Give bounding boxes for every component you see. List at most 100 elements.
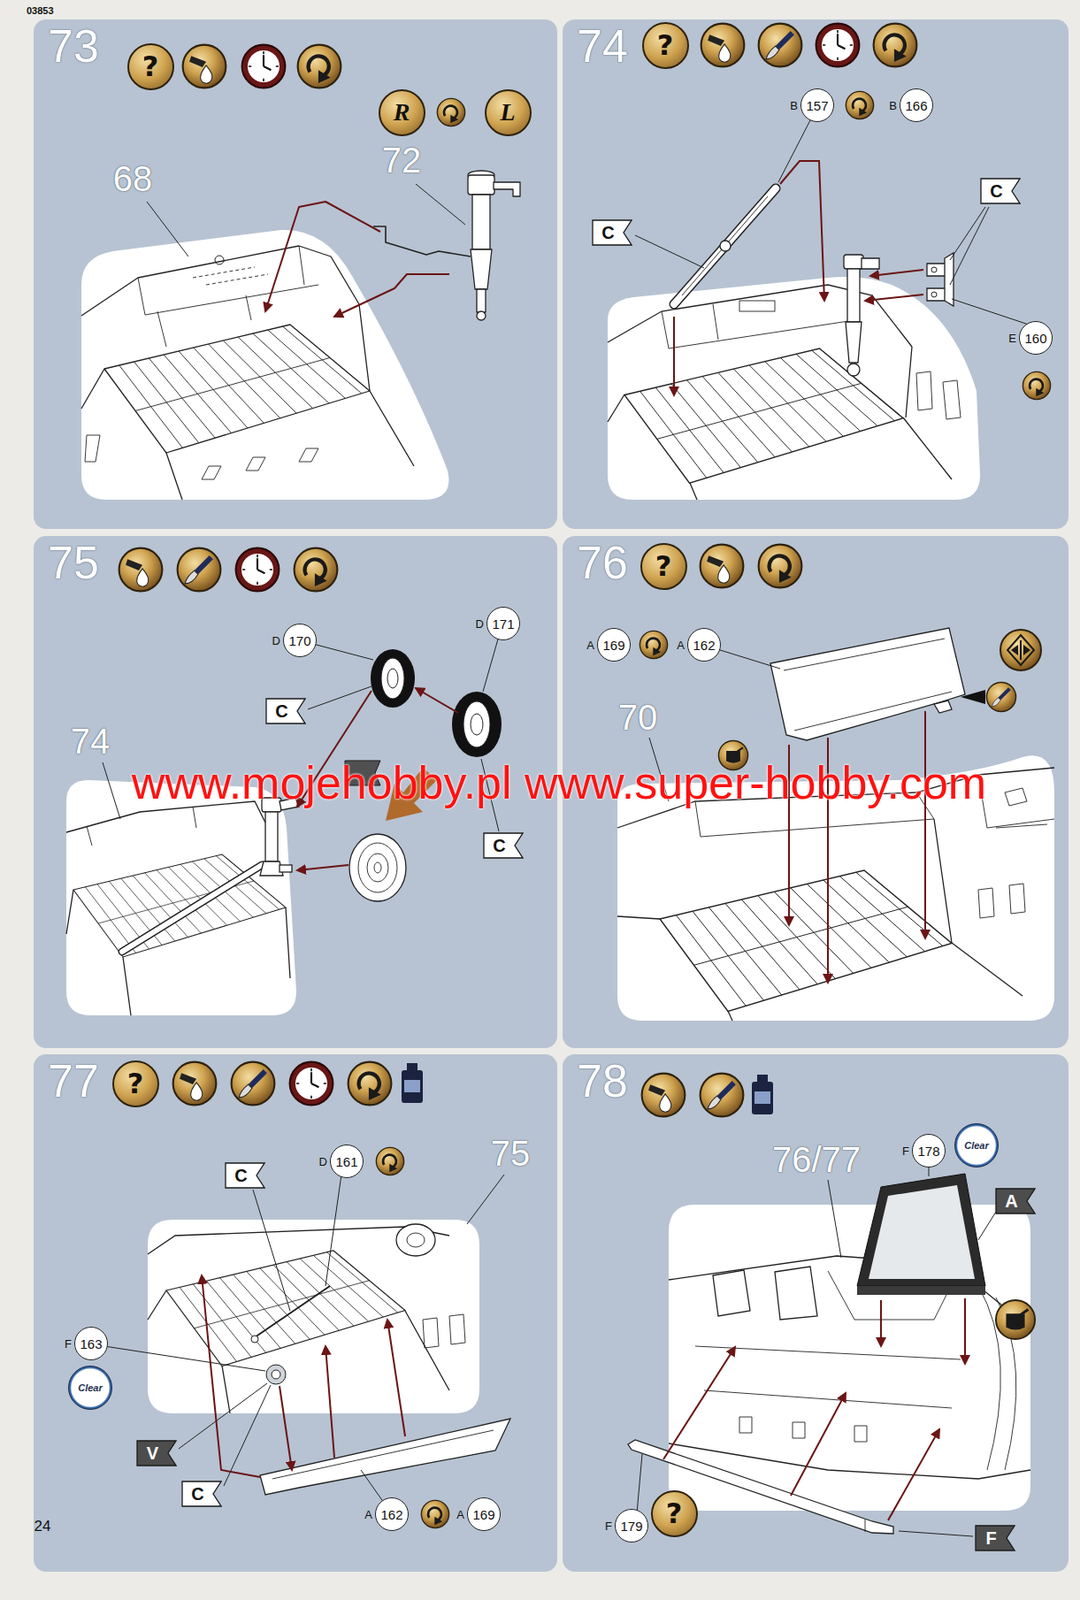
- part-number: 162: [692, 638, 715, 652]
- illustration: [845, 321, 862, 363]
- illustration: [348, 1062, 392, 1106]
- illustration: [845, 91, 874, 119]
- illustration: [865, 294, 924, 301]
- illustration: [986, 681, 1016, 712]
- illustration: [739, 300, 775, 312]
- illustration: [783, 638, 952, 731]
- illustration: [861, 258, 880, 269]
- sprue-flag-dark: V: [136, 1440, 177, 1467]
- part-number-circle: F163: [74, 1326, 108, 1361]
- illustration: [758, 23, 803, 68]
- illustration: [436, 98, 465, 126]
- illustration: [122, 865, 262, 952]
- illustration: [681, 196, 768, 296]
- flag-letter: F: [985, 1529, 996, 1548]
- sprue-flag: C: [265, 697, 307, 725]
- icon-text: L: [499, 99, 515, 125]
- illustration: [463, 701, 491, 748]
- illustration: [260, 1418, 511, 1495]
- part-number: 169: [472, 1508, 495, 1522]
- sprue-flag: C: [181, 1480, 223, 1508]
- part-number-circle: F178: [911, 1133, 946, 1168]
- side-icon: L: [484, 89, 532, 137]
- part-number-circle: B157: [800, 88, 835, 123]
- illustration: [847, 268, 860, 322]
- illustration: [374, 862, 382, 874]
- part-number-circle: B166: [899, 88, 934, 123]
- sprue-letter: D: [319, 1156, 328, 1168]
- illustration: [415, 688, 459, 713]
- illustration: [1022, 371, 1050, 399]
- illustration: [995, 1300, 1035, 1340]
- part-number: 160: [1024, 331, 1047, 345]
- icon-text: ?: [655, 551, 673, 581]
- illustration: [780, 160, 825, 301]
- illustration: [214, 255, 224, 265]
- illustration: [387, 668, 399, 689]
- flag-shape: [182, 1481, 222, 1507]
- illustration: [847, 363, 860, 376]
- illustration: [279, 865, 292, 873]
- illustration: [700, 1073, 744, 1118]
- illustration: [868, 1185, 975, 1280]
- reference-number: 70: [618, 697, 659, 737]
- flag-letter: C: [989, 182, 1003, 200]
- part-number-circle: D171: [486, 606, 521, 641]
- part-number-circle: A162: [687, 628, 721, 662]
- icon-text: ?: [657, 30, 675, 60]
- step-panel: 73?RL: [33, 19, 558, 529]
- illustration: [467, 175, 495, 195]
- sprue-letter: D: [272, 635, 281, 647]
- illustration: [674, 188, 776, 305]
- sprue-letter: A: [586, 639, 595, 652]
- flag-shape: [483, 833, 523, 858]
- illustration: [265, 201, 381, 312]
- illustration: [978, 883, 1026, 919]
- help-icon: ?: [640, 543, 688, 590]
- illustration: [146, 183, 466, 257]
- illustration: [1000, 629, 1042, 671]
- illustration: [770, 628, 966, 741]
- reference-number: 75: [490, 1133, 531, 1173]
- illustration: [104, 324, 370, 453]
- illustration: [926, 252, 954, 307]
- step-number: 73: [47, 21, 100, 72]
- sprue-flag: C: [591, 219, 633, 246]
- illustration: [349, 834, 406, 902]
- illustration: [375, 1147, 404, 1175]
- illustration: [251, 1335, 259, 1343]
- reference-number: 76/77: [772, 1140, 861, 1180]
- sprue-letter: F: [64, 1338, 72, 1350]
- illustration: [81, 229, 449, 500]
- icon-text: ?: [142, 52, 160, 81]
- illustration: [673, 316, 675, 396]
- flag-letter: C: [492, 836, 506, 855]
- illustration: [639, 630, 667, 659]
- sprue-letter: D: [475, 618, 484, 630]
- illustration: [624, 348, 904, 483]
- illustration: [635, 118, 1032, 326]
- flag-letter: C: [601, 223, 614, 242]
- illustration: [931, 291, 937, 298]
- illustration: [147, 1290, 450, 1414]
- step-panel: 74?B157B166CCE160: [562, 19, 1069, 529]
- sprue-letter: B: [789, 99, 798, 112]
- illustration: [843, 254, 864, 269]
- illustration: [358, 842, 398, 893]
- illustration: [857, 1173, 986, 1287]
- step-panel: 78F178ClearAF179?F: [562, 1054, 1069, 1572]
- illustration: [265, 811, 278, 862]
- icon-text: ?: [666, 1499, 683, 1528]
- illustration: [663, 1347, 736, 1460]
- icon-text: ?: [127, 1069, 145, 1098]
- step-number: 78: [576, 1056, 629, 1107]
- part-number: 162: [380, 1508, 403, 1522]
- sprue-letter: F: [902, 1145, 910, 1157]
- illustration: [739, 1417, 867, 1442]
- illustration: [325, 1346, 335, 1458]
- illustration: [758, 544, 803, 589]
- illustration: [422, 1314, 466, 1349]
- illustration: [104, 1174, 505, 1503]
- corner-code: 03853: [26, 5, 54, 16]
- illustration: [472, 194, 491, 250]
